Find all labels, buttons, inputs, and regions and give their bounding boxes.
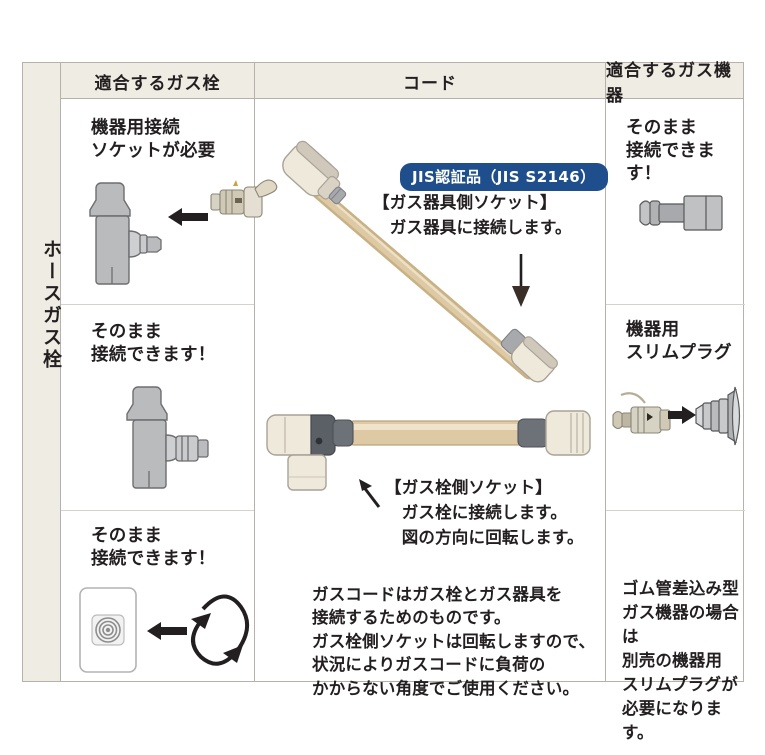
header-cell-left: 適合するガス栓 <box>94 73 221 94</box>
header-cell-center: コード <box>403 73 457 94</box>
right-cell2-label: 機器用 スリムプラグ <box>626 320 732 364</box>
left-cell2-label: そのまま 接続できます！ <box>91 322 216 366</box>
gas-tap-with-socket-icon <box>116 383 214 493</box>
gas-cord-diagonal-icon <box>265 135 595 385</box>
right-cell-slim-plug: 機器用 スリムプラグ <box>606 305 745 510</box>
left-cell3-label: そのまま 接続できます！ <box>91 526 216 570</box>
right-cell3-note: ゴム管差込み型 ガス機器の場合は 別売の機器用 スリムプラグが 必要になります。 <box>622 579 739 743</box>
table-body: 機器用接続 ソケットが必要 <box>61 99 745 742</box>
left-cell1-label: 機器用接続 ソケットが必要 <box>91 118 216 162</box>
wall-outlet-plate-icon <box>79 587 137 673</box>
left-cell-direct-connect-2: そのまま 接続できます！ <box>61 511 254 719</box>
jis-certification-badge: JIS認証品（JIS S2146） <box>400 163 608 191</box>
header-divider-2 <box>605 63 606 99</box>
arrow-down-icon <box>511 254 531 308</box>
center-cell-cord: JIS認証品（JIS S2146） 【ガス器具側ソケット】 ガス器具に接続します… <box>255 99 608 719</box>
body-divider-1 <box>254 99 255 681</box>
cord-description-text: ガスコードはガス栓とガス器具を 接続するためのものです。 ガス栓側ソケットは回転… <box>312 585 596 698</box>
gas-tap-icon <box>79 179 162 289</box>
body-divider-2 <box>605 99 606 681</box>
right-row-divider-1 <box>606 304 745 305</box>
header-divider-1 <box>254 63 255 99</box>
appliance-side-socket-label: 【ガス器具側ソケット】 ガス器具に接続します。 <box>373 193 572 237</box>
tap-side-socket-label: 【ガス栓側ソケット】 ガス栓に接続します。 図の方向に回転します。 <box>385 478 584 547</box>
row-label-column: ホースガス栓 <box>23 63 62 681</box>
right-row-divider-2 <box>606 510 745 511</box>
left-row-divider-1 <box>61 304 254 305</box>
right-cell-direct-connect: そのまま 接続できます！ <box>606 99 745 304</box>
right-cell1-label: そのまま 接続できます！ <box>626 118 715 185</box>
arrow-up-left-icon <box>357 479 383 509</box>
rotation-loop-icon <box>179 583 251 675</box>
rubber-hose-nozzle-icon <box>694 385 756 447</box>
header-cell-right: 適合するガス機器 <box>606 61 732 106</box>
gas-cord-horizontal-icon <box>263 397 603 507</box>
row-label-text: ホースガス栓 <box>40 239 62 371</box>
arrow-left-icon-2 <box>147 621 187 641</box>
left-cell-socket-required: 機器用接続 ソケットが必要 <box>61 99 278 304</box>
appliance-plug-icon <box>636 185 744 241</box>
connection-socket-icon <box>209 173 278 231</box>
left-cell-direct-connect-1: そのまま 接続できます！ <box>61 305 254 510</box>
arrow-left-icon-1 <box>168 207 208 227</box>
slim-plug-icon <box>611 387 683 449</box>
arrow-right-icon <box>668 405 696 425</box>
left-row-divider-2 <box>61 510 254 511</box>
right-cell-note: ゴム管差込み型 ガス機器の場合は 別売の機器用 スリムプラグが 必要になります。 <box>606 511 745 742</box>
table-header-row: 適合するガス栓 コード 適合するガス機器 <box>61 61 743 106</box>
compatibility-table: ホースガス栓 適合するガス栓 コード 適合するガス機器 機器用接続 ソケットが必… <box>22 61 745 742</box>
